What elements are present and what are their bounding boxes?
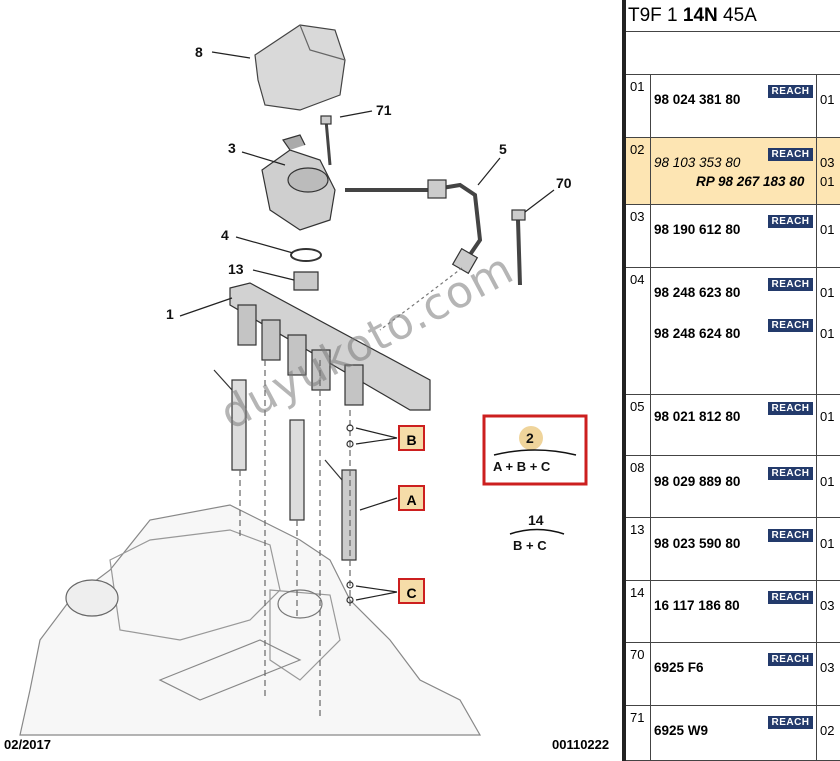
footer-code: 00110222 [552,737,610,752]
quantity: 01 [820,409,835,424]
quantity: 01 [820,285,835,300]
reach-badge: REACH [768,591,813,604]
reference-bold: 14N [682,5,718,26]
reach-badge: REACH [768,402,813,415]
callout-70: 70 [556,175,572,191]
column-divider [816,643,817,705]
reach-badge: REACH [768,278,813,291]
column-divider [816,205,817,267]
column-divider [816,518,817,580]
exploded-parts-diagram: 8 71 3 5 70 4 13 1 B A C 2 A + B + C 14 … [4,24,610,752]
box-label-a: A [398,485,425,511]
row-index: 14 [626,581,651,642]
reference-suffix: 45A [717,5,757,26]
part-number[interactable]: RP 98 267 183 80 [696,174,805,189]
reach-badge: REACH [768,716,813,729]
legend-set-formula: A + B + C [493,459,551,474]
callout-3: 3 [228,140,236,156]
callout-4: 4 [221,227,229,243]
reach-badge: REACH [768,467,813,480]
row-index: 71 [626,706,651,760]
callout-13: 13 [228,261,244,277]
callout-5: 5 [499,141,507,157]
diagram-drawing [19,24,588,736]
quantity: 01 [820,92,835,107]
row-index: 01 [626,75,651,137]
box-label-b: B [398,425,425,451]
column-divider [816,581,817,642]
legend-14-formula: B + C [513,538,547,553]
column-divider [816,138,817,204]
column-divider [816,75,817,137]
quantity: 02 [820,723,835,738]
row-index: 02 [626,138,651,204]
reach-badge: REACH [768,215,813,228]
quantity: 03 [820,155,835,170]
box-label-c: C [398,578,425,604]
legend-set-number: 2 [526,430,534,446]
column-divider [816,268,817,394]
part-number[interactable]: 98 021 812 80 [654,409,741,424]
part-number[interactable]: 98 103 353 80 [654,155,741,170]
part-number[interactable]: 98 248 623 80 [654,285,741,300]
row-index: 04 [626,268,651,394]
part-number[interactable]: 16 117 186 80 [654,598,740,613]
row-index: 13 [626,518,651,580]
reach-badge: REACH [768,85,813,98]
row-index: 05 [626,395,651,455]
part-number[interactable]: 98 190 612 80 [654,222,741,237]
quantity: 01 [820,174,835,189]
callout-71: 71 [376,102,392,118]
legend-14-number: 14 [528,512,544,528]
column-divider [816,456,817,517]
quantity: 01 [820,222,835,237]
quantity: 01 [820,474,835,489]
reference-header: T9F 1 14N 45A [626,0,840,32]
row-index: 70 [626,643,651,705]
part-number[interactable]: 6925 W9 [654,723,709,738]
part-number[interactable]: 6925 F6 [654,660,704,675]
quantity: 03 [820,660,835,675]
reach-badge: REACH [768,148,813,161]
header-blank-row [626,32,840,75]
reach-badge: REACH [768,319,813,332]
reach-badge: REACH [768,529,813,542]
part-number[interactable]: 98 248 624 80 [654,326,741,341]
footer-date: 02/2017 [4,737,51,752]
callout-8: 8 [195,44,203,60]
column-divider [816,706,817,760]
row-index: 08 [626,456,651,517]
reference-prefix: T9F 1 [628,5,683,26]
reach-badge: REACH [768,653,813,666]
quantity: 03 [820,598,835,613]
part-number[interactable]: 98 023 590 80 [654,536,741,551]
part-number[interactable]: 98 029 889 80 [654,474,741,489]
column-divider [816,395,817,455]
row-index: 03 [626,205,651,267]
callout-1: 1 [166,306,174,322]
quantity: 01 [820,326,835,341]
panel-divider [622,0,626,761]
quantity: 01 [820,536,835,551]
part-number[interactable]: 98 024 381 80 [654,92,741,107]
